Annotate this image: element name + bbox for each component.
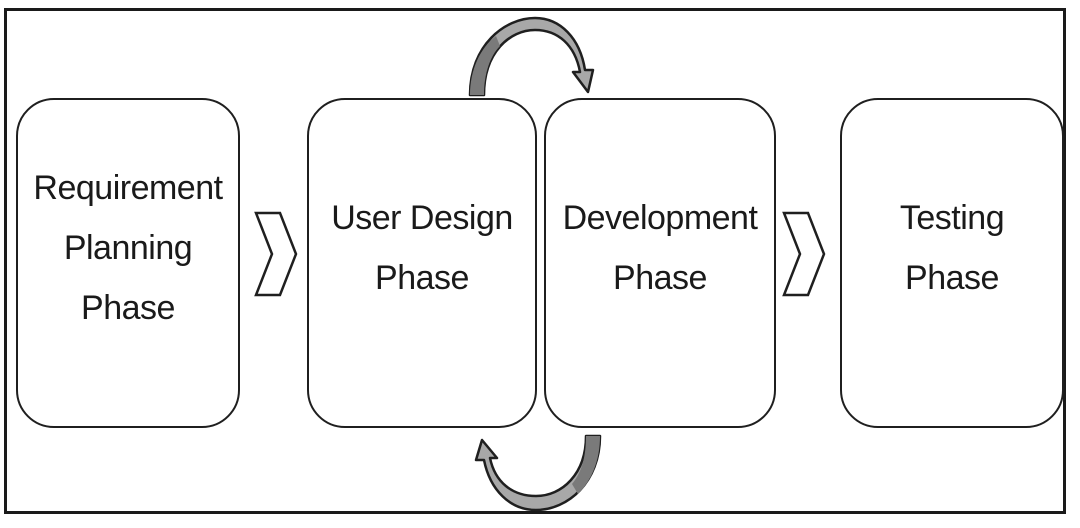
requirement-planning-phase-label: Requirement Planning Phase (33, 169, 223, 327)
development-phase-label: Development Phase (562, 199, 758, 297)
testing-phase-label: Testing Phase (899, 199, 1005, 297)
user-design-phase-label: User Design Phase (331, 199, 513, 297)
requirement-planning-phase-box: Requirement Planning Phase (16, 98, 240, 428)
development-phase-box: Development Phase (544, 98, 776, 428)
testing-phase-box: Testing Phase (840, 98, 1064, 428)
user-design-phase-box: User Design Phase (307, 98, 537, 428)
diagram-frame (4, 8, 1066, 514)
